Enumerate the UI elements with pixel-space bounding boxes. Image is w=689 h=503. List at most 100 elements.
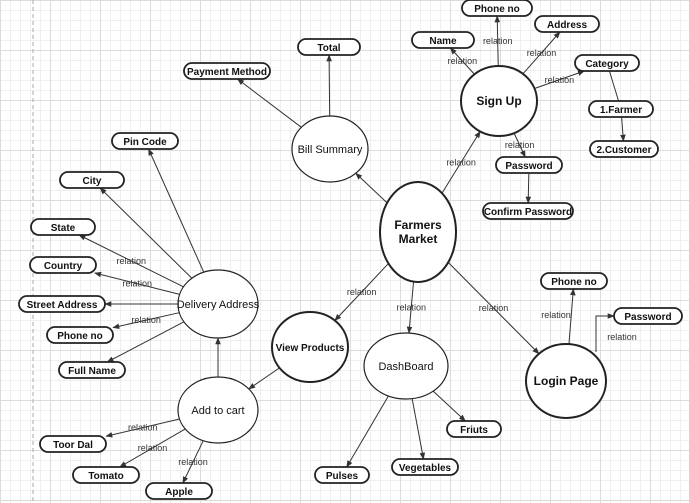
node-label: Street Address	[27, 300, 98, 311]
attribute-box	[297, 38, 361, 56]
connector-line	[432, 390, 466, 422]
connector-line	[248, 367, 280, 390]
attribute-box	[59, 171, 125, 189]
attribute-city[interactable]: City	[59, 171, 125, 189]
connector-line	[94, 271, 180, 295]
attribute-category[interactable]: Category	[574, 54, 640, 72]
attribute-password2[interactable]: Password	[613, 307, 683, 325]
attribute-vegetables[interactable]: Vegetables	[391, 458, 459, 476]
attribute-box	[183, 62, 271, 80]
attribute-customer[interactable]: 2.Customer	[589, 140, 659, 158]
entity-da[interactable]: Delivery Address	[177, 269, 260, 339]
attribute-pulses[interactable]: Pulses	[314, 466, 370, 484]
attribute-box	[30, 218, 96, 236]
node-label: Add to cart	[191, 405, 244, 417]
attribute-box	[534, 15, 600, 33]
attribute-friuts[interactable]: Friuts	[446, 420, 502, 438]
attribute-box	[574, 54, 640, 72]
node-label: Phone no	[57, 331, 103, 342]
attribute-box	[39, 435, 107, 453]
connector-line	[237, 78, 302, 128]
entity-signup[interactable]: Sign Up	[460, 65, 538, 137]
attribute-state[interactable]: State	[30, 218, 96, 236]
attribute-pincode[interactable]: Pin Code	[111, 132, 179, 150]
entity-cart[interactable]: Add to cart	[177, 376, 259, 444]
node-label: View Products	[276, 343, 345, 354]
node-label: Delivery Address	[177, 299, 260, 311]
relation-label: relation	[448, 56, 478, 66]
attribute-country[interactable]: Country	[29, 256, 97, 274]
attribute-phone1[interactable]: Phone no	[461, 0, 533, 17]
attribute-farmer[interactable]: 1.Farmer	[588, 100, 654, 118]
edge-signup-to-phone1: relation	[483, 15, 513, 67]
entity-ellipse	[363, 332, 449, 400]
connector-line	[78, 234, 184, 288]
connector-line	[513, 132, 526, 158]
attribute-payment[interactable]: Payment Method	[183, 62, 271, 80]
node-label: Sign Up	[476, 94, 521, 108]
edge-vp-to-cart	[248, 367, 280, 390]
node-label: Address	[547, 20, 587, 31]
entity-bill[interactable]: Bill Summary	[291, 115, 369, 183]
attribute-box	[613, 307, 683, 325]
attribute-name[interactable]: Name	[411, 31, 475, 49]
edge-dash-to-friuts	[432, 390, 466, 422]
edge-da-to-fullname	[106, 321, 185, 363]
node-label: Full Name	[68, 366, 116, 377]
attribute-tomato[interactable]: Tomato	[72, 466, 140, 484]
entity-ellipse	[379, 181, 457, 283]
node-label: Total	[317, 43, 340, 54]
attribute-box	[391, 458, 459, 476]
connector-line	[355, 172, 388, 204]
attribute-street[interactable]: Street Address	[18, 295, 106, 313]
node-label: Vegetables	[399, 463, 452, 474]
attribute-address[interactable]: Address	[534, 15, 600, 33]
connector-line	[494, 15, 501, 67]
connector-line	[522, 31, 561, 75]
connector-line	[148, 148, 205, 273]
relation-label: relation	[131, 315, 161, 325]
edge-da-to-country: relation	[94, 271, 180, 295]
attribute-box	[72, 466, 140, 484]
edge-signup-to-name: relation	[448, 47, 478, 75]
attribute-phone3[interactable]: Phone no	[540, 272, 608, 290]
edge-fm-to-vp: relation	[334, 263, 389, 322]
entity-ellipse	[177, 269, 259, 339]
attribute-box	[540, 272, 608, 290]
relation-label: relation	[483, 36, 513, 46]
entity-ellipse	[460, 65, 538, 137]
edge-fm-to-bill	[355, 172, 388, 204]
attribute-box	[18, 295, 106, 313]
node-label: Phone no	[551, 277, 597, 288]
connector-line	[534, 70, 585, 89]
relation-label: relation	[122, 279, 152, 289]
attribute-confirm[interactable]: Confirm Password	[482, 202, 574, 220]
relation-label: relation	[446, 157, 476, 167]
connector-line	[447, 262, 540, 355]
attribute-fullname[interactable]: Full Name	[58, 361, 126, 379]
attribute-total[interactable]: Total	[297, 38, 361, 56]
attribute-toordal[interactable]: Toor Dal	[39, 435, 107, 453]
node-label: City	[83, 176, 102, 187]
node-label: Password	[624, 312, 671, 323]
entity-vp[interactable]: View Products	[271, 311, 349, 383]
connector-line	[441, 130, 481, 194]
edge-dash-to-vegetables	[411, 398, 426, 460]
entity-ellipse	[271, 311, 349, 383]
edge-cart-to-toordal: relation	[105, 418, 180, 438]
edge-signup-to-password1: relation	[505, 132, 534, 158]
node-label: Country	[44, 261, 83, 272]
attribute-box	[588, 100, 654, 118]
entity-login[interactable]: Login Page	[525, 343, 607, 419]
node-label: State	[51, 223, 76, 234]
attribute-phone2[interactable]: Phone no	[46, 326, 114, 344]
entity-dash[interactable]: DashBoard	[363, 332, 449, 400]
node-label: Farmers	[394, 218, 442, 232]
attribute-box	[111, 132, 179, 150]
node-label: 1.Farmer	[600, 105, 642, 116]
edge-category-to-farmer	[608, 70, 620, 102]
attribute-apple[interactable]: Apple	[145, 482, 213, 500]
attribute-password1[interactable]: Password	[495, 156, 563, 174]
